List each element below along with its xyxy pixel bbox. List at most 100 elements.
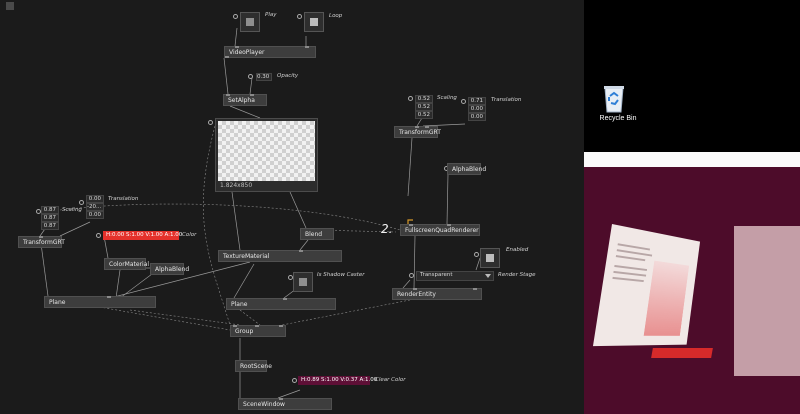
node-alpha-blend-left[interactable]: AlphaBlend (150, 263, 189, 275)
node-video-player[interactable]: VideoPlayer (224, 46, 316, 58)
node-fullscreen-quad-renderer[interactable]: FullscreenQuadRenderer (400, 224, 480, 236)
enabled-toggle-square (486, 254, 494, 262)
scaling-left-z[interactable]: 0.87 (41, 222, 59, 230)
enabled-label: Enabled (506, 247, 529, 253)
node-video-player-label: VideoPlayer (229, 49, 265, 56)
shadow-caster-label: Is Shadow Caster (317, 272, 365, 278)
node-set-alpha[interactable]: SetAlpha (223, 94, 267, 106)
scene-output-window[interactable] (584, 152, 800, 414)
node-render-entity[interactable]: RenderEntity (392, 288, 482, 300)
render-entity-pin[interactable] (413, 288, 417, 290)
play-button[interactable] (240, 12, 260, 32)
group-pin[interactable] (233, 325, 237, 327)
node-texture-material-label: TextureMaterial (223, 253, 270, 260)
clear-color-value[interactable]: H:0.89 S:1.00 V:0.37 A:1.00 (298, 376, 377, 385)
transform-grt-pin[interactable] (415, 126, 419, 128)
opacity-value[interactable]: 0.30 (256, 73, 272, 81)
set-alpha-pin[interactable] (226, 94, 230, 96)
play-label: Play (265, 12, 277, 18)
plane-pin[interactable] (283, 298, 287, 300)
node-plane-left[interactable]: Plane (44, 296, 156, 308)
fullscreen-quad-pin[interactable] (447, 224, 451, 226)
color-label: Color (182, 232, 197, 238)
shadow-caster-toggle-square (299, 278, 307, 286)
enabled-button[interactable] (480, 248, 500, 268)
transform-grt-pin[interactable] (425, 126, 429, 128)
preview-image (218, 121, 315, 181)
opacity-label: Opacity (277, 73, 299, 79)
translation-left-label: Translation (108, 196, 139, 202)
group-pin[interactable] (279, 325, 283, 327)
node-set-alpha-label: SetAlpha (228, 97, 255, 104)
scene-window-pin[interactable] (279, 398, 283, 400)
enabled-inlet[interactable] (474, 252, 479, 257)
translation-right-inlet[interactable] (461, 99, 466, 104)
translation-left-z[interactable]: 0.00 (86, 211, 104, 219)
shadow-caster-button[interactable] (293, 272, 313, 292)
color-value[interactable]: H:0.00 S:1.00 V:1.00 A:1.00 (103, 231, 182, 240)
set-alpha-pin[interactable] (250, 94, 254, 96)
node-alpha-blend-right-label: AlphaBlend (452, 166, 487, 173)
recycle-bin[interactable]: Recycle Bin (596, 82, 636, 128)
node-texture-material[interactable]: TextureMaterial (218, 250, 342, 262)
render-stage-inlet[interactable] (409, 273, 414, 278)
node-transform-grt-left[interactable]: TransformGRT (18, 236, 65, 248)
scaling-left-y[interactable]: 0.87 (41, 214, 59, 222)
translation-right-y[interactable]: 0.00 (468, 105, 486, 113)
group-pin[interactable] (255, 325, 259, 327)
play-inlet[interactable] (233, 14, 238, 19)
loop-inlet[interactable] (297, 14, 302, 19)
texture-preview[interactable]: 1.824x850 (215, 118, 318, 192)
node-transform-grt-right[interactable]: TransformGRT (394, 126, 441, 138)
scaling-left-label: Scaling (62, 207, 82, 213)
desktop-area[interactable]: Recycle Bin (584, 0, 800, 152)
plane-pin[interactable] (107, 296, 111, 298)
node-scene-window[interactable]: SceneWindow (238, 398, 332, 410)
clear-color-inlet[interactable] (292, 378, 297, 383)
scaling-left-inlet[interactable] (36, 209, 41, 214)
opacity-inlet[interactable] (248, 74, 253, 79)
output-top-bar (584, 152, 800, 167)
shadow-caster-inlet[interactable] (288, 275, 293, 280)
scaling-right-y[interactable]: 0.52 (415, 103, 433, 111)
node-color-material[interactable]: ColorMaterial (104, 258, 150, 270)
video-player-pin[interactable] (235, 46, 239, 48)
loop-label: Loop (329, 13, 343, 19)
color-inlet[interactable] (96, 233, 101, 238)
node-group[interactable]: Group (230, 325, 286, 337)
chevron-down-icon[interactable] (485, 274, 491, 278)
node-group-label: Group (235, 328, 254, 335)
recycle-bin-icon (604, 86, 624, 113)
node-plane-center[interactable]: Plane (226, 298, 336, 310)
scaling-right-z[interactable]: 0.52 (415, 111, 433, 119)
scaling-right-inlet[interactable] (408, 96, 413, 101)
translation-left-inlet[interactable] (79, 200, 84, 205)
translation-left-y[interactable]: -20... (86, 203, 104, 211)
transform-grt-pin[interactable] (39, 236, 43, 238)
translation-left-x[interactable]: 0.00 (86, 195, 104, 203)
page-text-line (614, 264, 648, 271)
loop-button[interactable] (304, 12, 324, 32)
scaling-left-x[interactable]: 0.87 (41, 206, 59, 214)
page-text-line (612, 276, 644, 283)
editor-corner-handle[interactable] (6, 2, 14, 10)
node-blend[interactable]: Blend (300, 228, 334, 240)
render-stage-select[interactable]: Transparent (416, 271, 494, 281)
fullscreen-quad-pin[interactable] (409, 224, 413, 226)
scaling-right-label: Scaling (437, 95, 457, 101)
node-alpha-blend-right[interactable]: AlphaBlend (447, 163, 486, 175)
video-player-pin[interactable] (305, 46, 309, 48)
translation-right-x[interactable]: 0.71 (468, 97, 486, 105)
translation-right-z[interactable]: 0.00 (468, 113, 486, 121)
translation-right-label: Translation (491, 97, 522, 103)
preview-inlet[interactable] (208, 120, 213, 125)
render-entity-pin[interactable] (473, 288, 477, 290)
video-player-pin[interactable] (225, 56, 229, 58)
texture-material-pin[interactable] (299, 250, 303, 252)
node-plane-center-label: Plane (231, 301, 248, 308)
scaling-right-x[interactable]: 0.52 (415, 95, 433, 103)
page-text-line (613, 270, 647, 277)
patch-editor[interactable]: Play Loop VideoPlayer 0.30 Opacity SetAl… (0, 0, 584, 414)
node-root-scene[interactable]: RootScene (235, 360, 272, 372)
node-color-material-label: ColorMaterial (109, 261, 150, 268)
